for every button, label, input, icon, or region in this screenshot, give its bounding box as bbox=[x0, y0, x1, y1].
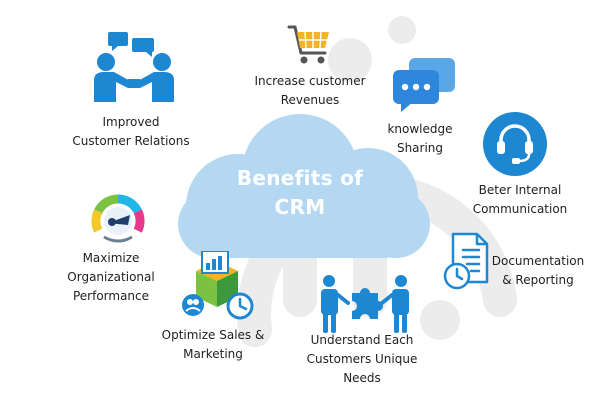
sales-cube-icon bbox=[182, 251, 254, 320]
handshake-chat-icon bbox=[94, 32, 174, 102]
benefit-line: Customer Relations bbox=[72, 134, 190, 148]
benefit-documentation-reporting: Documentation & Reporting bbox=[485, 252, 591, 290]
benefit-line: Revenues bbox=[280, 93, 340, 107]
cloud-title-line-1: Benefits of bbox=[236, 166, 364, 190]
benefit-line: Improved bbox=[102, 115, 160, 129]
benefit-knowledge-sharing: knowledge Sharing bbox=[370, 120, 470, 158]
document-clock-icon bbox=[443, 232, 489, 290]
gauge-icon bbox=[91, 194, 145, 243]
benefit-beter-internal-communication: Beter Internal Communication bbox=[450, 181, 590, 219]
benefit-line: knowledge bbox=[387, 122, 453, 136]
cloud-shape bbox=[178, 114, 430, 258]
benefit-maximize-organizational-performance: Maximize Organizational Performance bbox=[46, 249, 176, 306]
benefit-line: Beter Internal bbox=[478, 183, 562, 197]
benefit-line: Maximize bbox=[82, 251, 140, 265]
benefit-line: Optimize Sales & bbox=[161, 328, 265, 342]
chat-bubbles-icon bbox=[393, 58, 455, 112]
benefit-understand-customers-needs: Understand Each Customers Unique Needs bbox=[292, 331, 432, 388]
cloud-title-line-2: CRM bbox=[274, 195, 326, 219]
benefit-line: Documentation bbox=[491, 254, 585, 268]
benefit-line: Sharing bbox=[396, 141, 444, 155]
benefit-line: Communication bbox=[472, 202, 568, 216]
benefit-line: Needs bbox=[343, 371, 381, 385]
benefit-line: Organizational bbox=[67, 270, 155, 284]
benefit-line: Understand Each bbox=[310, 333, 414, 347]
people-puzzle-icon bbox=[321, 275, 409, 333]
benefit-increase-customer-revenues: Increase customer Revenues bbox=[240, 72, 380, 110]
benefit-improved-customer-relations: Improved Customer Relations bbox=[56, 113, 206, 151]
cloud-title: Benefits of CRM bbox=[220, 164, 380, 222]
benefit-line: Marketing bbox=[183, 347, 243, 361]
benefit-line: Customers Unique bbox=[306, 352, 418, 366]
benefit-line: & Reporting bbox=[502, 273, 574, 287]
shopping-cart-icon bbox=[287, 25, 329, 64]
benefit-optimize-sales-marketing: Optimize Sales & Marketing bbox=[150, 326, 276, 364]
benefit-line: Increase customer bbox=[254, 74, 366, 88]
headset-icon bbox=[483, 112, 547, 176]
benefit-line: Performance bbox=[72, 289, 150, 303]
